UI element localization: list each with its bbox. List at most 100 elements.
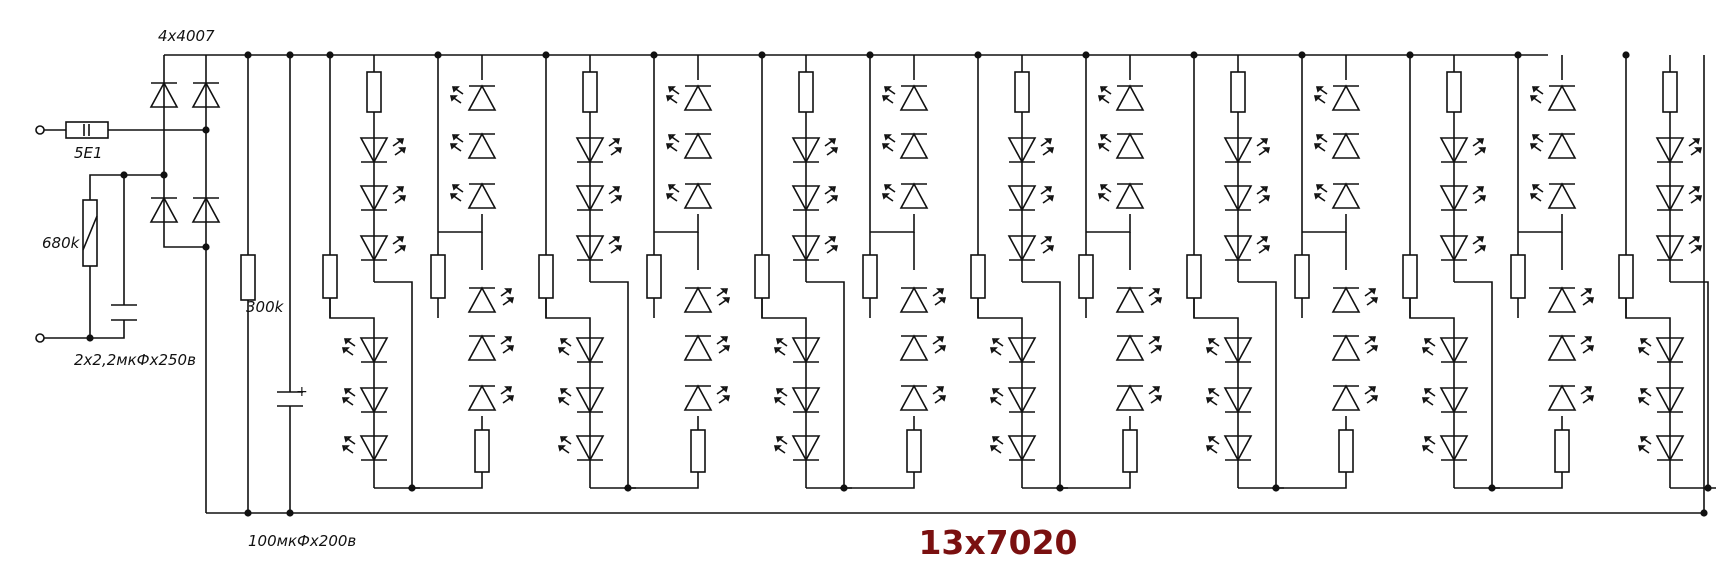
light-arrow — [610, 245, 622, 254]
light-arrowhead — [398, 147, 407, 154]
diode-triangle — [1007, 185, 1037, 212]
light-arrowhead — [828, 186, 837, 193]
led — [341, 435, 389, 462]
bridge-diode — [191, 81, 221, 108]
diagram-title: 13x7020 — [918, 523, 1077, 562]
led — [1313, 132, 1361, 159]
resistor-body — [1554, 429, 1570, 473]
light-arrow — [1258, 195, 1270, 204]
light-arrow — [558, 397, 570, 406]
resistor-body — [1230, 71, 1246, 113]
light-arrowhead — [1046, 147, 1055, 154]
light-arrowhead — [720, 288, 729, 295]
light-arrowhead — [1044, 186, 1053, 193]
light-arrowhead — [1639, 436, 1648, 443]
light-arrowhead — [1476, 186, 1485, 193]
light-arrowhead — [559, 436, 568, 443]
diode-triangle — [683, 334, 713, 361]
filter-capacitor — [277, 391, 303, 407]
light-arrow — [1638, 397, 1650, 406]
light-arrow — [392, 186, 404, 195]
diode-triangle — [1115, 132, 1145, 159]
wire — [1302, 214, 1347, 233]
light-arrow — [990, 445, 1002, 454]
light-arrow — [452, 184, 464, 193]
resistor-body — [798, 71, 814, 113]
light-arrowhead — [1531, 134, 1540, 141]
diode-triangle — [1547, 384, 1577, 411]
light-arrowhead — [614, 195, 623, 202]
light-arrow — [1258, 245, 1270, 254]
light-arrowhead — [1370, 297, 1379, 304]
light-arrow — [666, 95, 678, 104]
junction-dot — [1700, 509, 1708, 517]
light-arrowhead — [665, 193, 674, 200]
diode-triangle — [1223, 137, 1253, 164]
diode-triangle — [1223, 235, 1253, 262]
led — [1547, 334, 1595, 361]
light-arrow — [1148, 336, 1160, 345]
resistor-body — [754, 254, 770, 299]
light-arrow — [990, 397, 1002, 406]
junction-dot — [202, 126, 210, 134]
light-arrow — [1314, 193, 1326, 202]
led — [1547, 384, 1595, 411]
light-arrow — [934, 395, 946, 404]
light-arrow — [1314, 95, 1326, 104]
led — [881, 84, 929, 111]
filter-cap-label: 100мкФx200в — [248, 532, 356, 550]
current-resistor — [322, 254, 338, 299]
light-arrow — [1316, 184, 1328, 193]
input-terminal-1 — [35, 125, 45, 135]
light-arrow — [558, 347, 570, 356]
light-arrowhead — [1313, 193, 1322, 200]
light-arrowhead — [991, 338, 1000, 345]
light-arrowhead — [1044, 138, 1053, 145]
junction-dot — [286, 51, 294, 59]
led — [1655, 235, 1703, 262]
wire — [590, 281, 629, 488]
light-arrow — [774, 397, 786, 406]
diode-triangle — [467, 84, 497, 111]
light-arrowhead — [828, 236, 837, 243]
resistor-body — [1662, 71, 1678, 113]
input-capacitor — [111, 304, 137, 321]
resistor-body — [582, 71, 598, 113]
light-arrow — [666, 193, 678, 202]
light-arrowhead — [1044, 236, 1053, 243]
light-arrow — [342, 445, 354, 454]
wire — [1238, 281, 1277, 488]
light-arrowhead — [938, 297, 947, 304]
light-arrow — [1150, 395, 1162, 404]
light-arrowhead — [883, 134, 892, 141]
light-arrowhead — [559, 388, 568, 395]
diode-triangle — [791, 137, 821, 164]
led — [449, 182, 497, 209]
diode-triangle — [899, 286, 929, 313]
junction-dot — [202, 243, 210, 251]
light-arrowhead — [720, 386, 729, 393]
wire — [1056, 472, 1131, 489]
diode-triangle — [1223, 435, 1253, 462]
led — [1529, 84, 1577, 111]
light-arrow — [452, 86, 464, 95]
light-arrow — [1148, 288, 1160, 297]
led — [467, 384, 515, 411]
light-arrowhead — [1313, 143, 1322, 150]
light-arrowhead — [1692, 138, 1701, 145]
light-arrow — [1256, 186, 1268, 195]
led-resistor — [1662, 71, 1678, 113]
light-arrowhead — [1097, 143, 1106, 150]
junction-dot — [1082, 51, 1090, 59]
led — [1331, 286, 1379, 313]
led-resistor — [1338, 429, 1354, 473]
wire — [1022, 281, 1061, 488]
light-arrowhead — [1262, 195, 1271, 202]
light-arrow — [1580, 288, 1592, 297]
light-arrow — [1206, 347, 1218, 356]
led — [1439, 235, 1487, 262]
light-arrowhead — [506, 345, 515, 352]
light-arrow — [394, 195, 406, 204]
light-arrow — [992, 436, 1004, 445]
